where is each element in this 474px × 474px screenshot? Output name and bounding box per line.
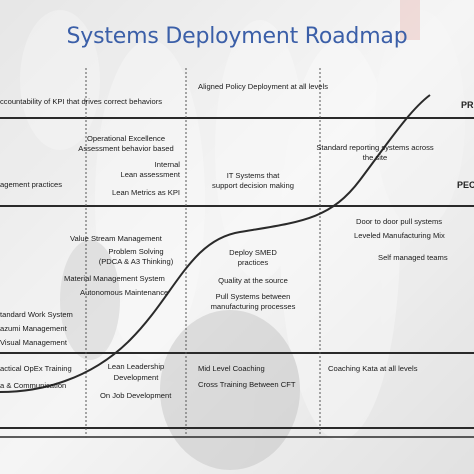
item-standard-reporting-2: the site xyxy=(362,153,388,162)
maturity-curve xyxy=(0,94,431,393)
row-label-people: PEC xyxy=(457,180,474,190)
item-standard-work: tandard Work System xyxy=(0,310,73,319)
item-kpi-accountability: ccountability of KPI that drives correct… xyxy=(0,97,163,106)
item-material-management: Material Management System xyxy=(64,274,165,283)
item-standard-reporting-1: Standard reporting systems across xyxy=(316,143,434,152)
item-cross-training: Cross Training Between CFT xyxy=(198,380,296,389)
item-lean-assessment: Lean assessment xyxy=(120,170,180,179)
item-it-systems-1: IT Systems that xyxy=(226,171,280,180)
item-value-stream: Value Stream Management xyxy=(70,234,162,243)
item-smed-1: Deploy SMED xyxy=(229,248,277,257)
item-leveled-mix: Leveled Manufacturing Mix xyxy=(354,231,445,240)
item-it-systems-2: support decision making xyxy=(212,181,294,190)
item-problem-solving: Problem Solving xyxy=(108,247,164,256)
item-lean-leadership-2: Development xyxy=(113,373,159,382)
item-communication: a & Communication xyxy=(0,381,67,390)
item-autonomous-maintenance: Autonomous Maintenance xyxy=(80,288,169,297)
item-opex-training: actical OpEx Training xyxy=(0,364,72,373)
item-lean-leadership-1: Lean Leadership xyxy=(107,362,165,371)
item-opex-assessment-2: Assessment behavior based xyxy=(78,144,174,153)
item-quality-at-source: Quality at the source xyxy=(218,276,288,285)
page-title: Systems Deployment Roadmap xyxy=(66,24,408,49)
item-opex-assessment-1: Operational Excellence xyxy=(86,134,166,143)
item-door-to-door: Door to door pull systems xyxy=(356,217,443,226)
item-pdca: (PDCA & A3 Thinking) xyxy=(98,257,174,266)
item-on-job-development: On Job Development xyxy=(100,391,172,400)
item-policy-deployment: Aligned Policy Deployment at all levels xyxy=(198,82,329,91)
item-pull-systems-2: manufacturing processes xyxy=(210,302,296,311)
item-visual-management: Visual Management xyxy=(0,338,67,347)
row-label-process: PR xyxy=(461,100,474,110)
item-pull-systems-1: Pull Systems between xyxy=(215,292,291,301)
item-internal: Internal xyxy=(154,160,180,169)
item-coaching-kata: Coaching Kata at all levels xyxy=(328,364,418,373)
item-self-managed-teams: Self managed teams xyxy=(378,253,448,262)
item-kamishibai: azumi Management xyxy=(0,324,67,333)
item-management-practices: agement practices xyxy=(0,180,63,189)
item-mid-level-coaching: Mid Level Coaching xyxy=(198,364,265,373)
item-lean-metrics: Lean Metrics as KPI xyxy=(112,188,180,197)
item-smed-2: practices xyxy=(237,258,269,267)
